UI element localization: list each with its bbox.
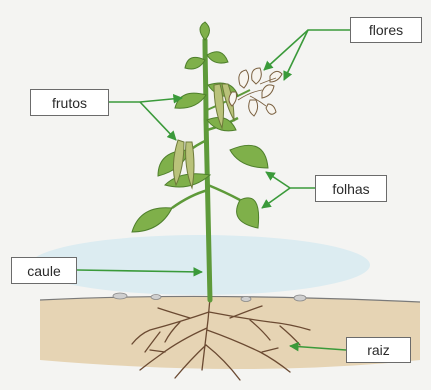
leaves [132, 22, 268, 232]
label-raiz: raiz [346, 337, 411, 363]
label-folhas: folhas [315, 175, 387, 202]
background-wash [30, 235, 370, 295]
leader-frutos-2 [140, 102, 176, 140]
branch [172, 190, 208, 208]
leader-flores-2 [284, 30, 308, 80]
leader-frutos-1 [109, 98, 182, 102]
leader-folhas-2 [262, 188, 290, 208]
pebble [113, 293, 127, 299]
label-flores: flores [350, 17, 422, 43]
pebble [241, 297, 251, 302]
leader-folhas-1 [266, 172, 315, 188]
pebble [151, 295, 161, 300]
branch [208, 185, 240, 200]
label-caule: caule [11, 257, 77, 284]
pebble [294, 295, 306, 301]
flowers [229, 68, 282, 116]
leader-flores-1 [264, 30, 350, 70]
label-frutos: frutos [30, 89, 109, 116]
